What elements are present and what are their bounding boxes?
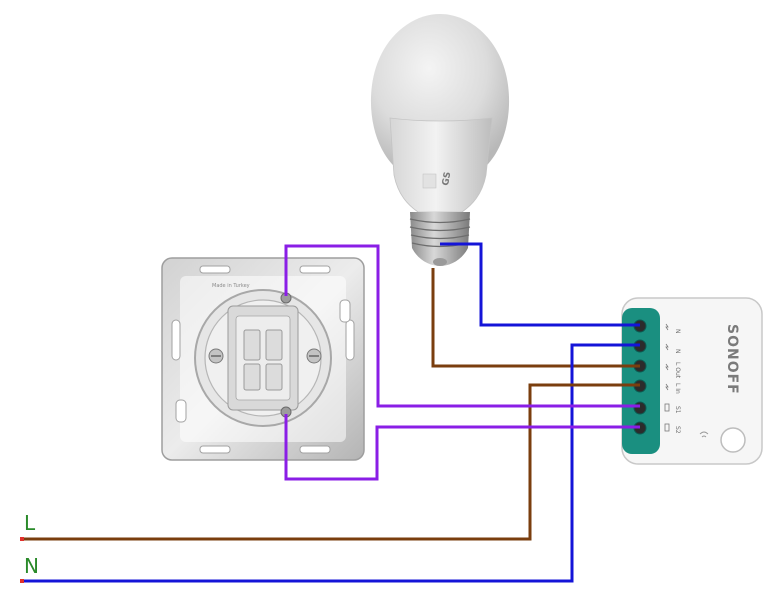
terminal-label-n2: N [674, 349, 681, 354]
terminal-label-n1: N [674, 329, 681, 334]
wire-switch-s1 [284, 244, 640, 408]
wire-line-feed [23, 383, 640, 541]
terminal-label-l-out: L Out [674, 362, 681, 379]
light-bulb: GS [370, 14, 510, 266]
wifi-indicator-icon [699, 431, 709, 438]
module-terminal-labels: N N L Out L In S1 S2 [674, 329, 681, 434]
terminal-label-s2: S2 [674, 426, 681, 434]
switch-rocker-detail [243, 329, 283, 391]
wall-switch: Made in Turkey [161, 257, 365, 461]
line-wire-end [20, 537, 24, 541]
bulb-label [422, 173, 437, 189]
bulb-marking: GS [441, 171, 453, 186]
frame-slots [171, 265, 355, 454]
terminal-s1 [633, 401, 647, 415]
wire-bulb-neutral [440, 242, 640, 327]
terminal-label-l-in: L In [674, 383, 681, 394]
neutral-wire-end [20, 579, 24, 583]
bulb-housing [389, 117, 493, 213]
switch-stamp: Made in Turkey [212, 283, 250, 289]
line-label: L [24, 511, 36, 535]
sonoff-module: N N L Out L In S1 S2 SONOFF [621, 297, 763, 465]
module-button [720, 427, 746, 453]
wire-switch-s2 [284, 414, 640, 481]
bulb-contact [433, 258, 447, 266]
terminal-label-s1: S1 [674, 406, 681, 414]
module-bolt-icons [664, 323, 670, 432]
wires [23, 242, 640, 583]
wire-neutral-feed [23, 343, 640, 583]
wire-bulb-load [431, 268, 640, 368]
module-brand: SONOFF [724, 324, 740, 395]
neutral-label: N [24, 554, 39, 578]
